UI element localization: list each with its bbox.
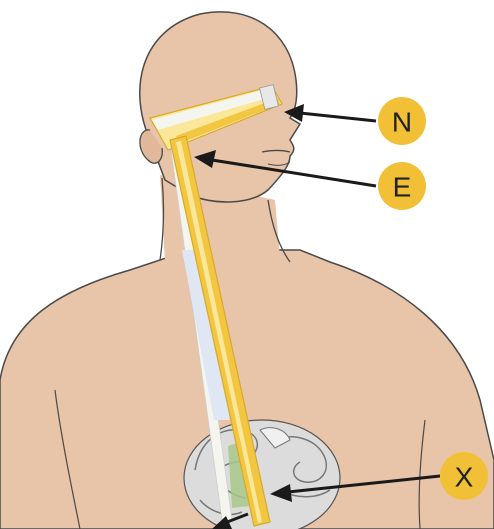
label-x-badge: X xyxy=(440,452,488,500)
label-n-text: N xyxy=(392,107,412,138)
arrow-n xyxy=(284,104,376,122)
label-e-text: E xyxy=(393,172,412,203)
label-n-badge: N xyxy=(378,97,426,145)
label-e-badge: E xyxy=(378,162,426,210)
label-x-text: X xyxy=(455,462,474,493)
